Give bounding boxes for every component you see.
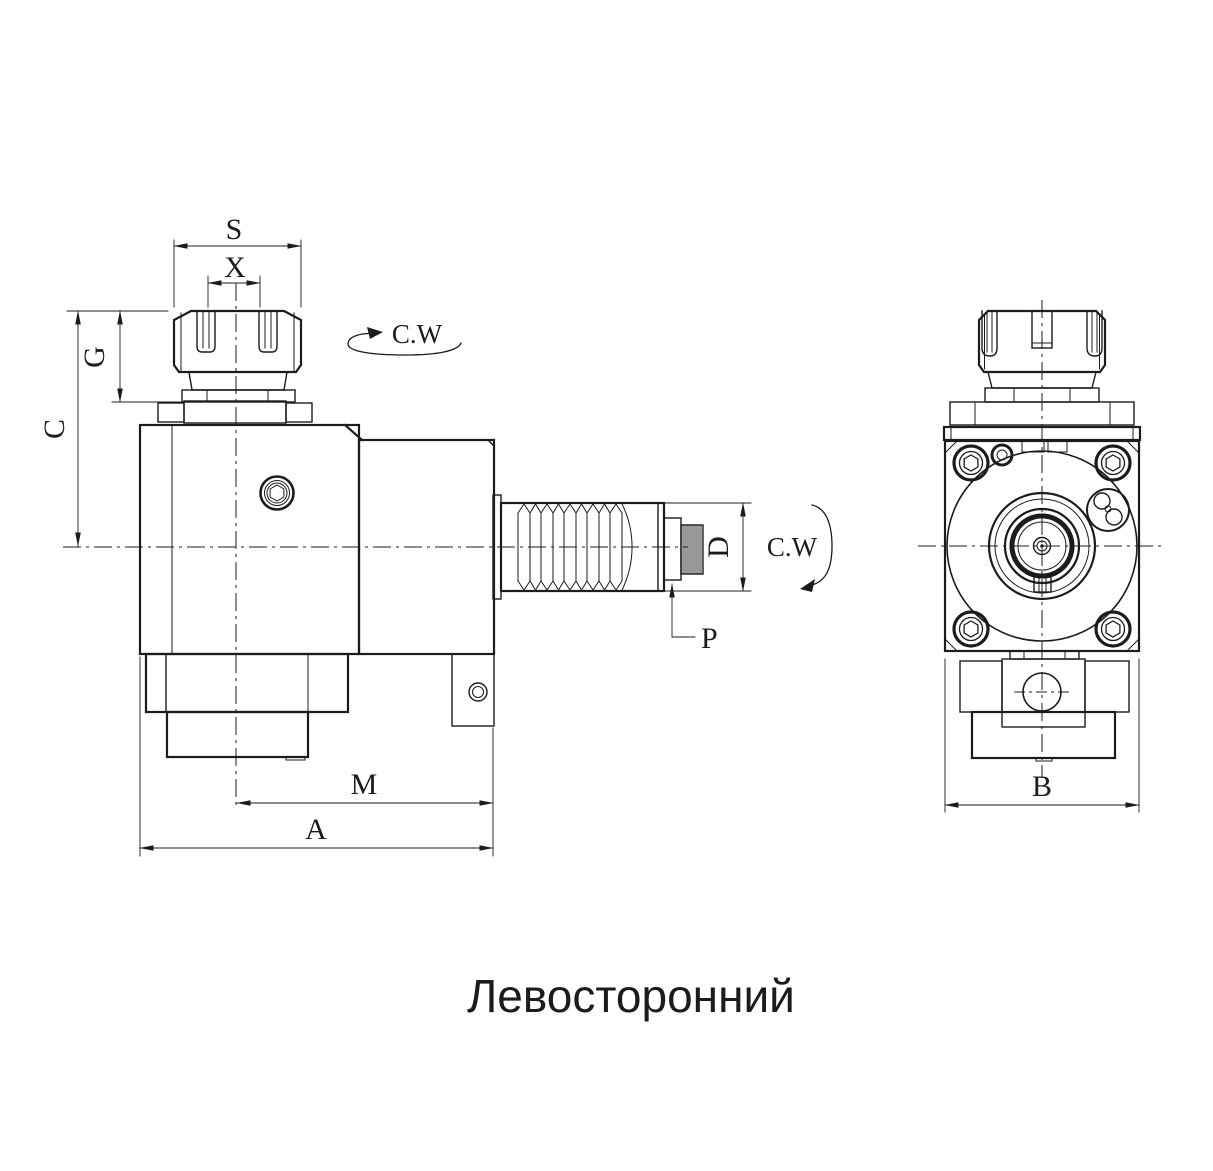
dim-label-p: P xyxy=(701,622,718,655)
cap-screw-top-right xyxy=(1094,444,1132,482)
vdi-clamp-front xyxy=(959,658,1130,762)
spline-ring xyxy=(1009,513,1075,579)
dim-label-b: B xyxy=(1032,770,1052,803)
spline-end xyxy=(663,517,704,581)
spindle-rotation-arrow: C.W xyxy=(347,319,462,356)
side-view: S X G C D xyxy=(38,213,833,857)
dim-label-s: S xyxy=(226,213,243,246)
dimension-d: D xyxy=(663,502,752,592)
collet-nut-front xyxy=(977,309,1107,374)
rotation-label-shaft: C.W xyxy=(767,532,818,562)
shaft-rotation-arrow: C.W xyxy=(767,504,833,592)
dimension-b: B xyxy=(944,658,1140,813)
cap-screw-top-left xyxy=(952,444,990,482)
dim-label-a: A xyxy=(305,813,327,846)
leader-p: P xyxy=(669,583,718,655)
cap-screw-bottom-left xyxy=(952,610,990,648)
coolant-bracket xyxy=(451,653,495,727)
spindle-boss xyxy=(987,491,1097,601)
rotation-arrowhead-right xyxy=(800,579,815,592)
rotation-label-spindle: C.W xyxy=(392,319,443,349)
collet-nut xyxy=(172,309,303,374)
caption: Левосторонний xyxy=(467,970,795,1022)
dim-label-x: X xyxy=(224,251,246,284)
bottom-key-notch xyxy=(1009,650,1080,660)
dim-label-m: M xyxy=(351,768,378,801)
rotation-arrowhead-top xyxy=(367,327,383,339)
boss-key-tab xyxy=(1033,576,1052,593)
vdi-clamp-block xyxy=(144,652,350,761)
cap-screw-bottom-right xyxy=(1094,610,1132,648)
threaded-shaft xyxy=(492,494,704,600)
dim-label-d: D xyxy=(702,536,735,558)
dim-label-c: C xyxy=(38,419,71,439)
dimension-g: G xyxy=(66,310,187,403)
corner-screws xyxy=(952,443,1132,648)
set-screw xyxy=(259,475,295,511)
dimension-c: C xyxy=(38,310,81,547)
nut-slot-right xyxy=(258,310,278,353)
dimension-s: S xyxy=(173,213,302,308)
spindle-body xyxy=(138,423,496,656)
lubrication-ports xyxy=(1086,488,1130,532)
thread xyxy=(517,503,633,591)
small-screw xyxy=(990,443,1014,467)
spindle-neck xyxy=(157,371,313,424)
dimension-m: M xyxy=(236,727,494,857)
dim-label-g: G xyxy=(78,346,111,368)
nut-slot-left xyxy=(196,310,216,353)
body-cylinder-silhouette xyxy=(946,450,1138,642)
dimension-a: A xyxy=(139,656,494,857)
front-view: B xyxy=(918,300,1166,813)
dimension-x: X xyxy=(207,251,261,308)
